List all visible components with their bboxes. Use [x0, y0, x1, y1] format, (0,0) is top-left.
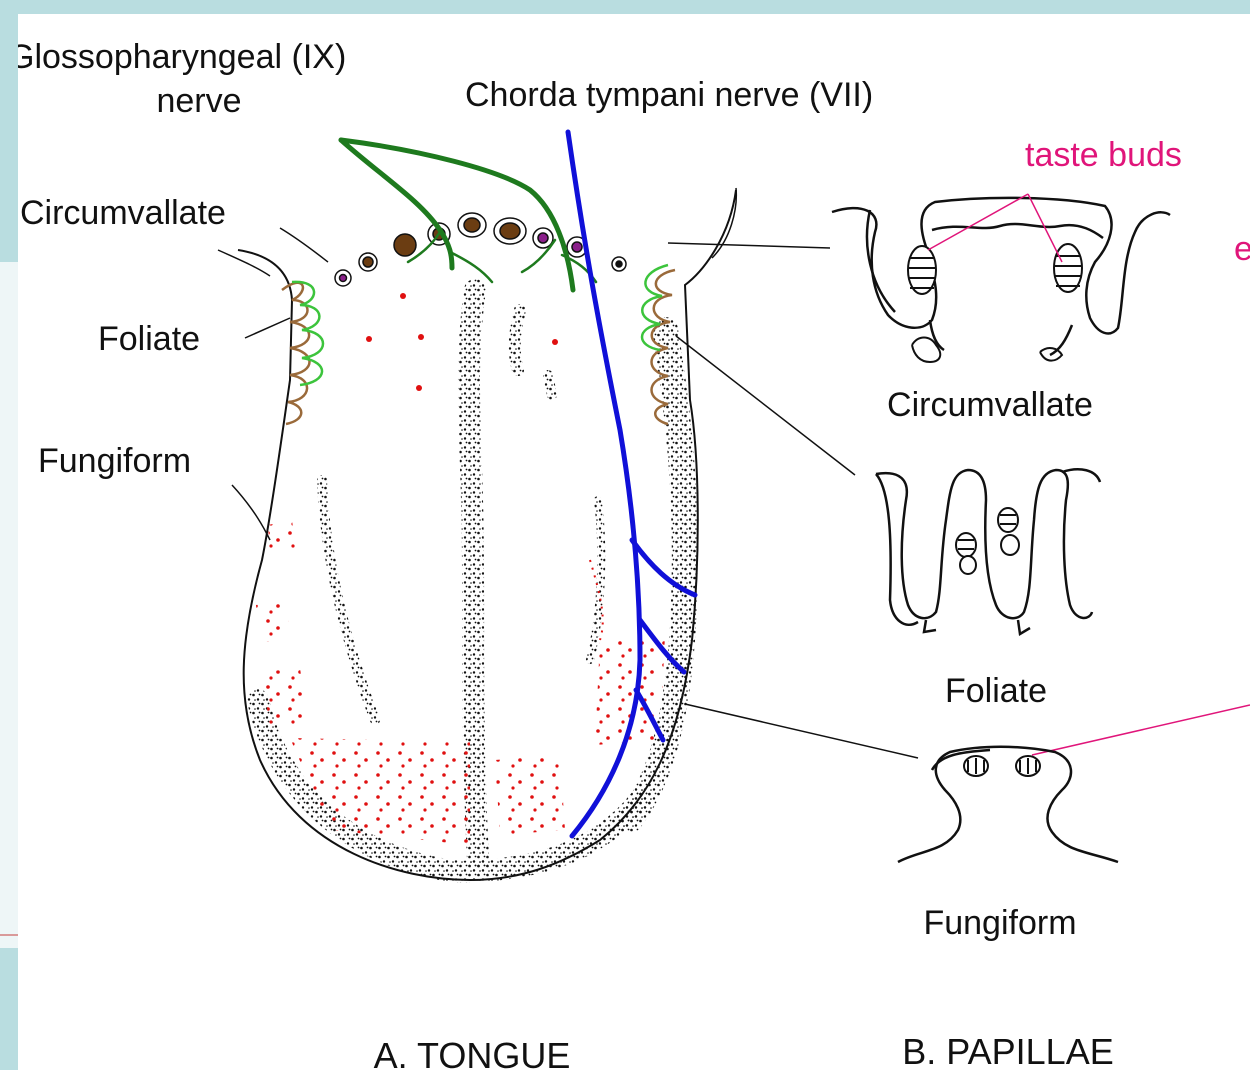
taste-buds-label-cut: e: [1234, 232, 1250, 266]
slide-top-border: [0, 0, 1250, 14]
foliate-label: Foliate: [98, 322, 200, 356]
caption-tongue: A. TONGUE: [374, 1038, 571, 1070]
chorda-tympani-label: Chorda tympani nerve (VII): [465, 78, 873, 112]
circumvallate-label: Circumvallate: [20, 196, 226, 230]
circumvallate-cross-section: [832, 198, 1170, 362]
glossopharyngeal-label: Glossopharyngeal (IX): [18, 40, 346, 74]
foliate-cross-section: [876, 469, 1100, 634]
slide-lower-tab: [0, 948, 18, 1070]
glossopharyngeal-label-line2: nerve: [156, 84, 241, 118]
caption-papillae: B. PAPILLAE: [902, 1034, 1113, 1070]
fungiform-cross-section: [898, 747, 1118, 862]
foliate-folds-left: [282, 282, 323, 424]
slide-left-strip: [0, 262, 18, 1070]
fungiform-label: Fungiform: [38, 444, 191, 478]
papilla-foliate-label: Foliate: [945, 674, 1047, 708]
papilla-circumvallate-label: Circumvallate: [887, 388, 1093, 422]
taste-buds-label: taste buds: [1025, 138, 1182, 172]
papilla-fungiform-label: Fungiform: [923, 906, 1076, 940]
slide-divider-line: [0, 934, 18, 936]
diagram-canvas: Glossopharyngeal (IX) nerve Chorda tympa…: [18, 14, 1250, 1070]
